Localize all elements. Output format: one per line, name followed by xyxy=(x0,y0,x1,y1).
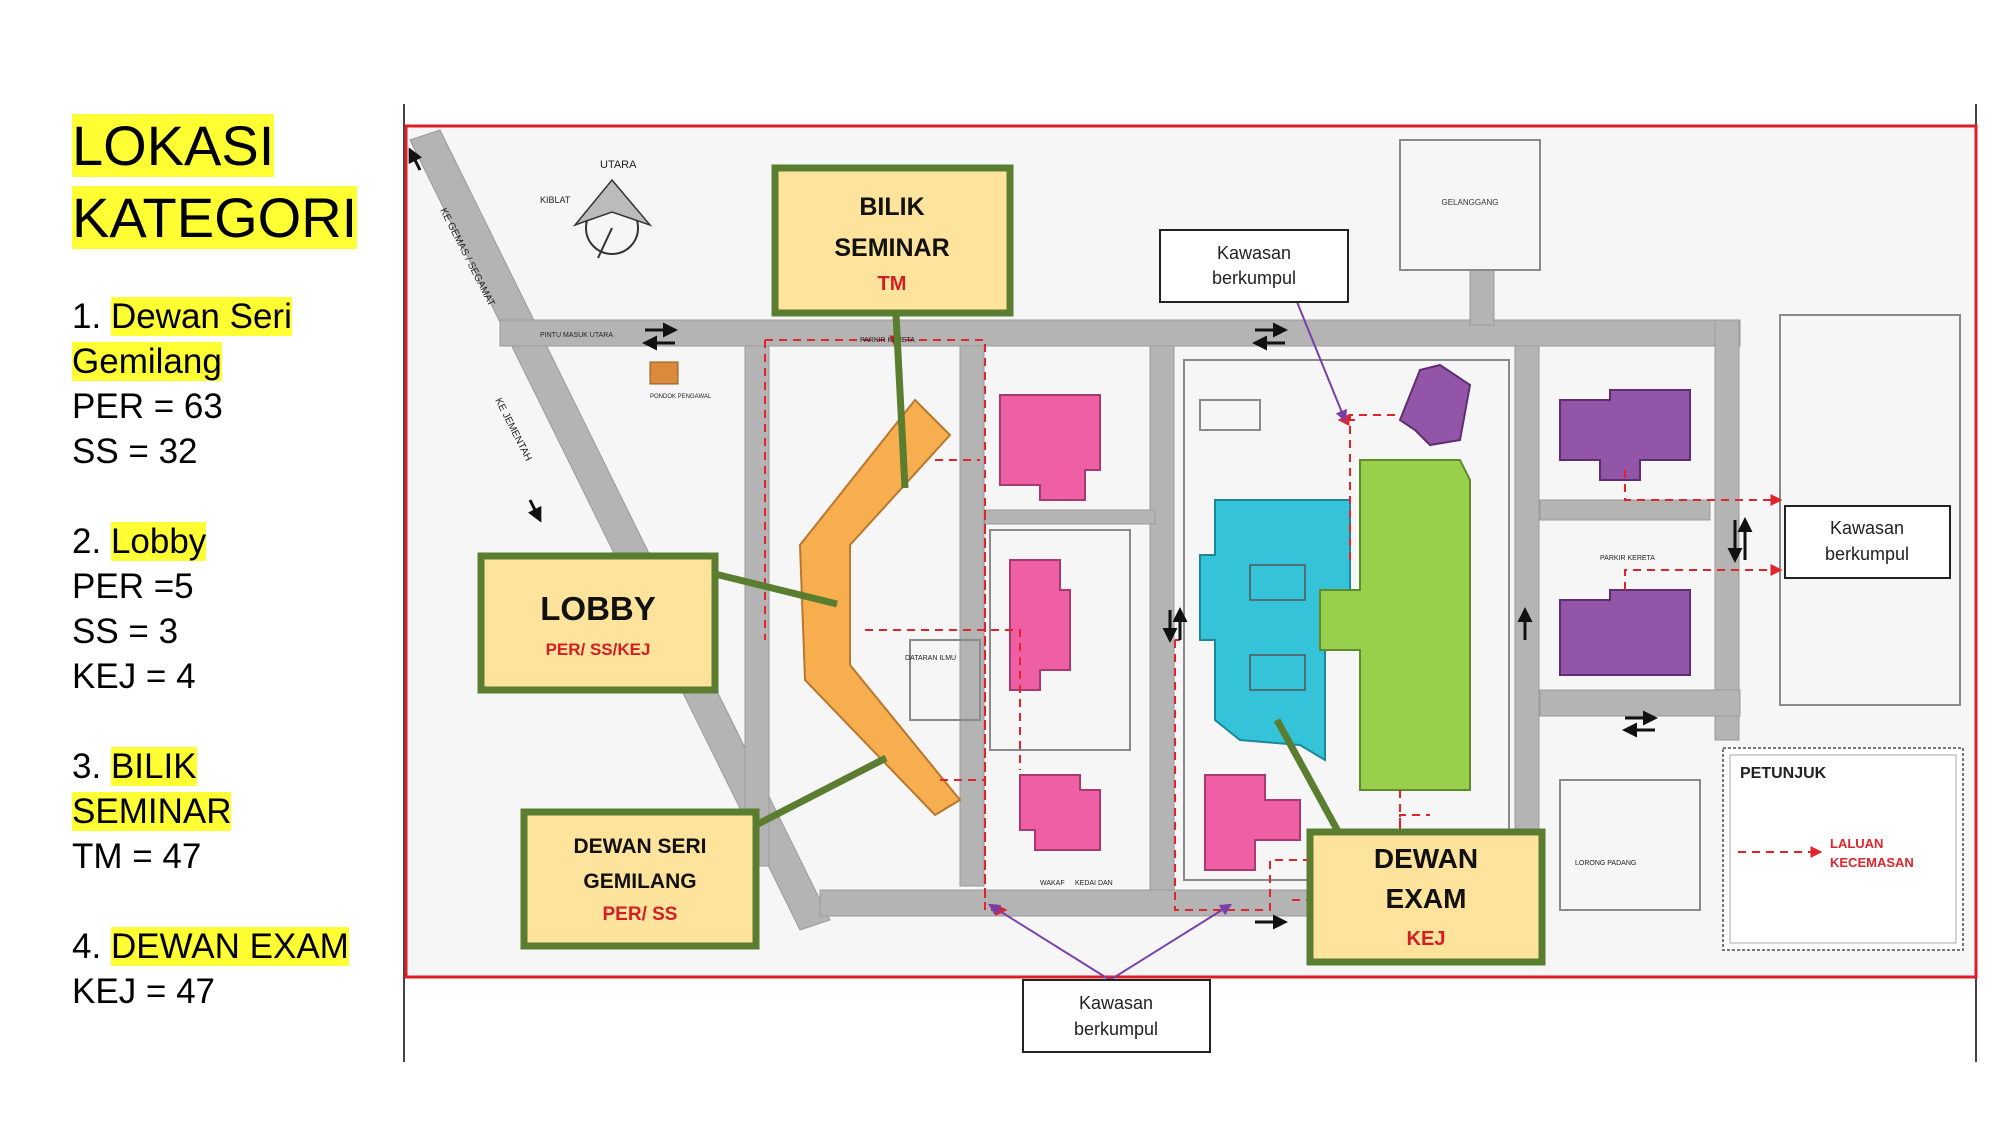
parkir-label-2: PARKIR KERETA xyxy=(1600,555,1655,562)
callout-title: LOBBY xyxy=(540,590,656,627)
assembly-label: Kawasan xyxy=(1079,993,1153,1013)
category-count: KEJ = 4 xyxy=(72,657,196,696)
building-dewan-seri-gemilang xyxy=(798,398,962,817)
category-panel: LOKASI KATEGORI 1. Dewan Seri Gemilang P… xyxy=(72,110,372,1059)
legend: PETUNJUK LALUAN KECEMASAN xyxy=(1722,747,1964,951)
building-gelanggang: GELANGGANG xyxy=(1442,198,1499,207)
court-2 xyxy=(1249,654,1306,691)
kedai-label: KEDAI DAN xyxy=(1075,880,1113,887)
callout-title: GEMILANG xyxy=(583,870,696,893)
compass-utara: UTARA xyxy=(600,159,637,171)
category-2: 2. Lobby PER =5 SS = 3 KEJ = 4 xyxy=(72,519,372,699)
guard-post-label: PONDOK PENGAWAL xyxy=(650,394,712,400)
callout-sub: PER/ SS/KEJ xyxy=(546,640,651,659)
title-line-1: LOKASI xyxy=(72,114,275,177)
compass: UTARA KIBLAT xyxy=(540,159,653,259)
category-number: 2. xyxy=(72,522,102,561)
callout-dewan-seri-gemilang: DEWAN SERI GEMILANG PER/ SS xyxy=(520,808,760,950)
building-purple-1 xyxy=(1559,389,1691,481)
category-4: 4. DEWAN EXAM KEJ = 47 xyxy=(72,924,372,1014)
page-title: LOKASI KATEGORI xyxy=(72,110,372,254)
building-pink-2 xyxy=(1009,559,1071,691)
compass-kiblat: KIBLAT xyxy=(540,195,571,205)
category-name-cont: SEMINAR xyxy=(72,792,232,831)
assembly-label: berkumpul xyxy=(1825,544,1909,564)
building-purple-3 xyxy=(1398,363,1472,447)
category-number: 1. xyxy=(72,297,102,336)
assembly-label: Kawasan xyxy=(1217,243,1291,263)
category-count: TM = 47 xyxy=(72,837,202,876)
building-dewan-exam-green xyxy=(1319,459,1471,791)
callout-sub: TM xyxy=(878,273,907,295)
callout-pointers xyxy=(714,314,1344,837)
category-name: Lobby xyxy=(110,522,207,561)
category-number: 4. xyxy=(72,927,102,966)
assembly-label: berkumpul xyxy=(1212,268,1296,288)
assembly-pointers xyxy=(987,301,1347,981)
callout-bilik-seminar: BILIK SEMINAR TM xyxy=(771,164,1014,317)
category-name: BILIK xyxy=(110,747,197,786)
callout-title: SEMINAR xyxy=(834,234,949,262)
gelanggang-label: GELANGGANG xyxy=(1442,198,1499,207)
padang-label: LORONG PADANG xyxy=(1575,860,1636,867)
assembly-label: berkumpul xyxy=(1074,1019,1158,1039)
category-1: 1. Dewan Seri Gemilang PER = 63 SS = 32 xyxy=(72,294,372,474)
category-count: PER = 63 xyxy=(72,387,223,426)
building-purple-2 xyxy=(1559,589,1691,676)
callout-lobby: LOBBY PER/ SS/KEJ xyxy=(477,552,719,694)
assembly-area-right: Kawasan berkumpul xyxy=(1784,505,1951,579)
traffic-arrows xyxy=(408,147,1753,930)
category-count: PER =5 xyxy=(72,567,194,606)
building-pink-1 xyxy=(999,394,1101,501)
category-name: Dewan Seri xyxy=(110,297,292,336)
callout-title: BILIK xyxy=(859,193,924,221)
assembly-area-bottom: Kawasan berkumpul xyxy=(1022,979,1211,1053)
map-frame xyxy=(404,124,1978,979)
category-count: SS = 3 xyxy=(72,612,179,651)
legend-label-1: LALUAN xyxy=(1830,836,1883,851)
pintu-utara-label: PINTU MASUK UTARA xyxy=(540,332,613,339)
category-name: DEWAN EXAM xyxy=(110,927,349,966)
wakaf-label: WAKAF xyxy=(1040,880,1065,887)
legend-label-2: KECEMASAN xyxy=(1830,855,1914,870)
category-count: SS = 32 xyxy=(72,432,198,471)
category-number: 3. xyxy=(72,747,102,786)
callout-title: DEWAN xyxy=(1374,843,1478,874)
callout-sub: KEJ xyxy=(1407,928,1446,950)
assembly-label: Kawasan xyxy=(1830,518,1904,538)
title-line-2: KATEGORI xyxy=(72,186,358,249)
dataran-label: DATARAN ILMU xyxy=(905,655,956,662)
category-name-cont: Gemilang xyxy=(72,342,222,381)
building-pink-3 xyxy=(1019,774,1101,851)
assembly-area-top: Kawasan berkumpul xyxy=(1159,229,1349,303)
court-1 xyxy=(1249,564,1306,601)
parkir-label: PARKIR KERETA xyxy=(860,337,915,344)
callout-title: DEWAN SERI xyxy=(573,835,706,858)
legend-title: PETUNJUK xyxy=(1740,765,1827,782)
building-pink-4 xyxy=(1204,774,1301,871)
callout-sub: PER/ SS xyxy=(603,904,678,925)
category-3: 3. BILIK SEMINAR TM = 47 xyxy=(72,744,372,879)
guard-post xyxy=(649,361,679,385)
category-count: KEJ = 47 xyxy=(72,972,216,1011)
callout-dewan-exam: DEWAN EXAM KEJ xyxy=(1306,828,1546,966)
callout-title: EXAM xyxy=(1386,883,1467,914)
